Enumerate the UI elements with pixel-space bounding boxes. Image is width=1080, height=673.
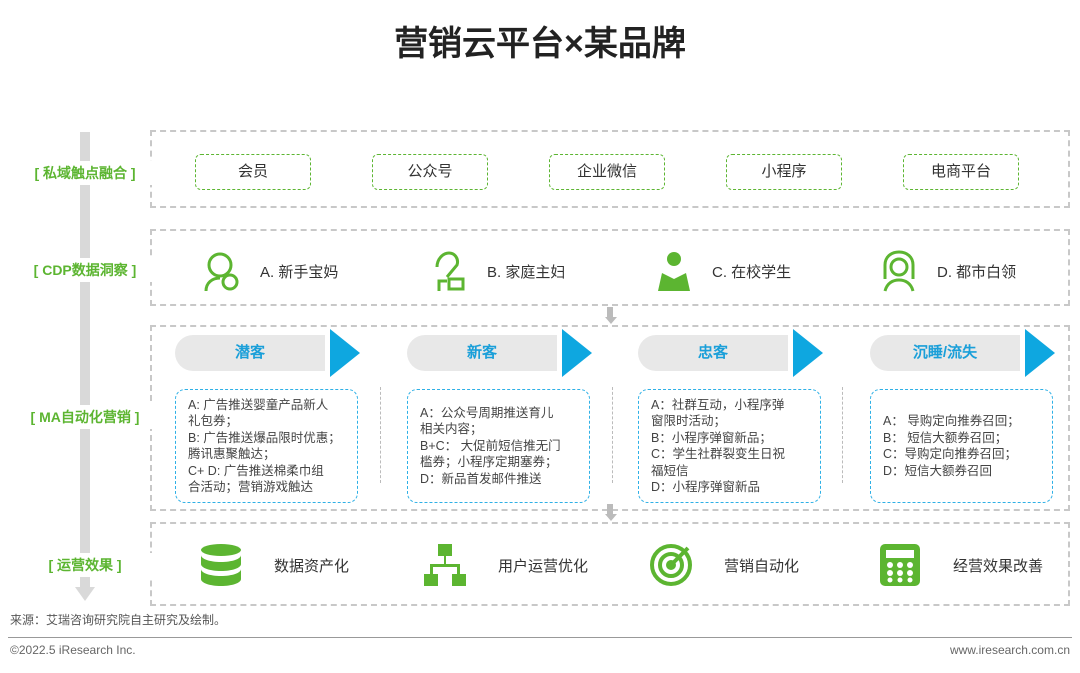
persona-label: C. 在校学生 [712,263,792,281]
touchpoint-row: 会员 公众号 企业微信 小程序 电商平台 [150,130,1070,208]
effect-item: 营销自动化 [648,542,799,588]
chevron-arrow-icon [562,329,592,377]
stage-tactics: A: 广告推送婴童产品新人礼包券； B: 广告推送爆品限时优惠； 腾讯惠聚触达； C+… [175,389,358,503]
effect-label: 数据资产化 [274,557,350,575]
tactic-line: C：导购定向推券召回； [883,447,1018,461]
stage-column: 沉睡/流失 A： 导购定向推券召回； B： 短信大额券召回； C：导购定向推券召回；… [870,329,1055,503]
stage-name: 忠客 [697,344,728,361]
chevron-arrow-icon [793,329,823,377]
stage-column: 新客 A：公众号周期推送育儿相关内容；B+C： 大促前短信推无门槛券；小程序定期… [407,329,592,503]
tactic-line: 窗限时活动； [651,414,727,428]
row-label: [ CDP数据洞察 ] [0,258,170,282]
stage-name: 沉睡/流失 [912,344,978,361]
touchpoint-pill: 电商平台 [903,154,1019,190]
tactic-line: A：公众号周期推送育儿 [420,405,554,420]
touchpoint-pill: 公众号 [372,154,488,190]
stage-tactics: A： 导购定向推券召回； B： 短信大额券召回； C：导购定向推券召回； D：短信大额… [870,389,1053,503]
persona-item: C. 在校学生 [654,249,791,293]
effect-label: 经营效果改善 [953,557,1044,575]
tactic-line: D：新品首发邮件推送 [420,471,542,486]
effect-label: 用户运营优化 [498,557,589,575]
column-divider [380,387,381,483]
effect-item: 数据资产化 [198,542,349,588]
stage-header: 潜客 [175,335,325,371]
touchpoint-pill: 小程序 [726,154,842,190]
row-label: [ MA自动化营销 ] [0,405,170,429]
effect-item: 经营效果改善 [877,542,1043,588]
org-chart-icon [424,544,466,586]
source-note: 来源：艾瑞咨询研究院自主研究及绘制。 [10,613,227,627]
tactic-line: B+C： 大促前短信推无门 [420,438,561,453]
persona-item: D. 都市白领 [879,249,1016,293]
persona-item: A. 新手宝妈 [202,249,338,293]
chevron-arrow-icon [1025,329,1055,377]
mother-baby-icon [204,252,239,292]
tactic-line: B: 广告推送爆品限时优惠； [188,430,341,445]
chevron-arrow-icon [330,329,360,377]
copyright: ©2022.5 iResearch Inc. [10,643,136,657]
housewife-icon [435,251,465,291]
down-arrow-icon [605,504,617,521]
tactic-line: A： 导购定向推券召回； [883,414,1020,428]
effect-row: 数据资产化 用户运营优化 营销自动化 经营效果改善 [150,522,1070,606]
website-link[interactable]: www.iresearch.com.cn [949,643,1070,657]
target-icon [650,544,692,586]
column-divider [612,387,613,483]
stage-header: 沉睡/流失 [870,335,1020,371]
persona-label: B. 家庭主妇 [487,263,566,281]
stage-tactics: A：公众号周期推送育儿相关内容；B+C： 大促前短信推无门槛券；小程序定期塞券；… [407,389,590,503]
footer-divider [8,637,1072,638]
stage-name: 新客 [466,344,497,361]
stage-column: 忠客 A：社群互动，小程序弹窗限时活动； B：小程序弹窗新品； C：学生社群裂变生日… [638,329,823,503]
flow-arrow-down-icon [75,587,95,601]
stage-name: 潜客 [234,344,265,361]
flow-bar [80,132,90,587]
stage-column: 潜客 A: 广告推送婴童产品新人礼包券； B: 广告推送爆品限时优惠； 腾讯惠聚触达… [175,329,360,503]
tactic-line: 腾讯惠聚触达； [188,447,276,461]
down-arrow-icon [605,307,617,324]
column-divider [842,387,843,483]
tactic-line: A：社群互动，小程序弹 [651,397,785,412]
student-icon [658,252,690,291]
tactic-line: B： 短信大额券召回； [883,430,1008,445]
stage-tactics: A：社群互动，小程序弹窗限时活动； B：小程序弹窗新品； C：学生社群裂变生日祝福短… [638,389,821,503]
tactic-line: 合活动；营销游戏触达 [188,480,314,494]
tactic-line: A: 广告推送婴童产品新人 [188,397,329,412]
calculator-icon [880,544,920,586]
tactic-line: 礼包券； [188,414,239,428]
persona-row: A. 新手宝妈 B. 家庭主妇 C. 在校学生 D. 都市白领 [150,229,1070,306]
touchpoint-pill: 企业微信 [549,154,665,190]
tactic-line: D：短信大额券召回 [883,463,993,478]
stage-header: 新客 [407,335,557,371]
tactic-line: 福短信 [651,463,689,478]
effect-item: 用户运营优化 [422,542,588,588]
row-label: [ 私域触点融合 ] [0,161,170,185]
touchpoint-pill: 会员 [195,154,311,190]
persona-item: B. 家庭主妇 [429,249,565,293]
tactic-line: D：小程序弹窗新品 [651,480,761,494]
stage-header: 忠客 [638,335,788,371]
tactic-line: 槛券；小程序定期塞券； [420,455,558,470]
page-title: 营销云平台×某品牌 [394,25,686,63]
database-icon [201,544,241,586]
tactic-line: C+ D: 广告推送棉柔巾组 [188,463,324,478]
persona-label: A. 新手宝妈 [260,263,339,281]
tactic-line: 相关内容； [420,422,483,437]
tactic-line: C：学生社群裂变生日祝 [651,447,786,461]
ma-row: 潜客 A: 广告推送婴童产品新人礼包券； B: 广告推送爆品限时优惠； 腾讯惠聚触达… [150,325,1070,511]
persona-label: D. 都市白领 [937,263,1017,281]
office-worker-icon [883,250,915,292]
tactic-line: B：小程序弹窗新品； [651,430,772,445]
effect-label: 营销自动化 [724,557,800,575]
row-label: [ 运营效果 ] [0,553,170,577]
